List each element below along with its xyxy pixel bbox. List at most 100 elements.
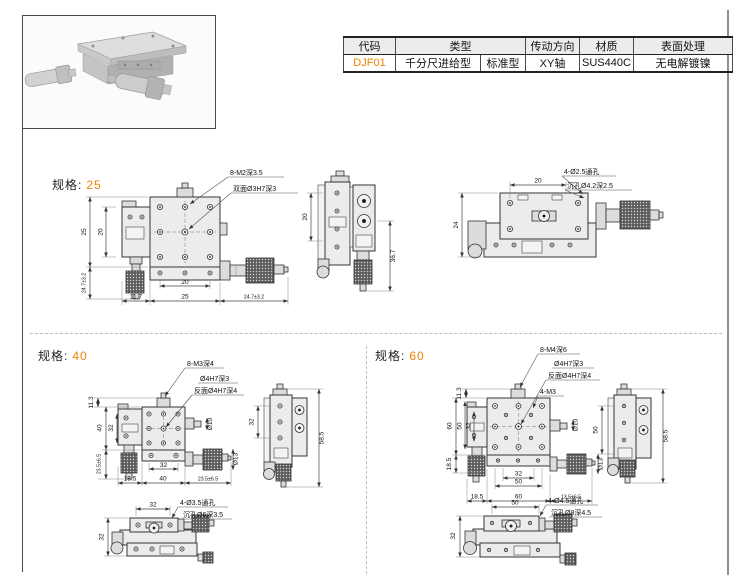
callout-3H7: 双面Ø3H7深3 bbox=[233, 184, 276, 193]
spec-table-value-row: DJF01 千分尺进给型 标准型 XY轴 SUS440C 无电解镀镍 bbox=[343, 54, 733, 73]
header-direction: 传动方向 bbox=[525, 36, 580, 55]
spec60-side-view: 50 58.5 bbox=[593, 383, 670, 484]
dim-24.7-bottom: 24.7±3.2 bbox=[244, 295, 264, 301]
dim-40-bottom: 40 bbox=[159, 476, 167, 483]
dim-18.5-bottom: 18.5 bbox=[471, 494, 484, 501]
spec40-front-view: 11.3 40 32 23.5±6.5 Ø10 Ø13 32 18.5 40 2… bbox=[88, 359, 244, 486]
callout-4-M3: 4-M3 bbox=[540, 389, 556, 396]
spec-table: 代码 类型 传动方向 材质 表面处理 DJF01 千分尺进给型 标准型 XY轴 … bbox=[343, 36, 733, 73]
callout-counterbore: 沉孔Ø4.2深2.5 bbox=[567, 181, 613, 190]
dim-32-side: 32 bbox=[249, 418, 256, 426]
spec-40-size: 40 bbox=[72, 349, 88, 363]
cell-finish: 无电解镀镍 bbox=[633, 54, 733, 73]
spec-word: 规格: bbox=[52, 178, 83, 192]
spec-60-label: 规格:60 bbox=[375, 347, 425, 364]
spec60-front-view: 11.3 60 50 32 18.5 Ø10 Ø13 32 50 18.5 bbox=[446, 345, 605, 504]
dim-dia13: Ø13 bbox=[233, 452, 240, 465]
page-right-border bbox=[727, 10, 729, 575]
dim-24: 24 bbox=[453, 221, 460, 229]
dim-20-left: 20 bbox=[98, 228, 105, 236]
dim-dia10: Ø10 bbox=[207, 417, 214, 430]
spec-60-size: 60 bbox=[409, 349, 425, 363]
dim-32-left: 32 bbox=[108, 424, 115, 432]
spec60-bottom-view: 50 4-Ø4.5通孔 沉孔Ø8深4.5 32 bbox=[450, 496, 602, 566]
header-finish: 表面处理 bbox=[633, 36, 733, 55]
spec-25-size: 25 bbox=[86, 178, 102, 192]
dim-32-bottom: 32 bbox=[160, 462, 168, 469]
dim-11.3: 11.3 bbox=[88, 396, 95, 409]
cell-direction: XY轴 bbox=[525, 54, 580, 73]
vertical-separator bbox=[366, 346, 367, 574]
dim-dia13: Ø13 bbox=[598, 457, 605, 470]
horizontal-micrometer bbox=[219, 257, 289, 284]
cell-material: SUS440C bbox=[579, 54, 634, 73]
dim-32-bottom: 32 bbox=[515, 471, 523, 478]
vertical-micrometer bbox=[353, 250, 373, 292]
spec-25-label: 规格:25 bbox=[52, 176, 102, 193]
dim-32-left: 32 bbox=[466, 422, 473, 430]
spec-40-drawing: 11.3 40 32 23.5±6.5 Ø10 Ø13 32 18.5 40 2… bbox=[88, 359, 326, 564]
spec25-side-view: 20 36.7 bbox=[302, 170, 397, 292]
dim-20-bottom: 20 bbox=[181, 279, 189, 286]
dim-23.5-left: 23.5±6.5 bbox=[97, 454, 103, 474]
callout-4H7-front: Ø4H7深3 bbox=[200, 374, 229, 383]
callout-through-hole: 4-Ø3.5通孔 bbox=[180, 498, 215, 507]
callout-counterbore: 沉孔Ø8深4.5 bbox=[551, 508, 591, 517]
dim-40-left: 40 bbox=[97, 424, 104, 432]
dim-23.5-bottom: 23.5±6.5 bbox=[198, 477, 218, 483]
spec-25-drawing: 25 20 24.7±3.2 20 11.7 25 24.7±3.2 8-M2深… bbox=[81, 167, 664, 305]
spec-word: 规格: bbox=[38, 349, 69, 363]
callout-through-hole: 4-Ø2.5通孔 bbox=[564, 167, 599, 176]
horizontal-micrometer bbox=[549, 453, 596, 475]
dim-11.7: 11.7 bbox=[130, 294, 143, 301]
dim-13.5-bottom: 13.5±6.5 bbox=[561, 495, 581, 501]
spec25-front-view: 25 20 24.7±3.2 20 11.7 25 24.7±3.2 8-M2深… bbox=[81, 168, 298, 305]
horizontal-micrometer bbox=[595, 200, 664, 230]
header-material: 材质 bbox=[579, 36, 634, 55]
callout-through-hole: 4-Ø4.5通孔 bbox=[548, 496, 583, 505]
horizontal-micrometer bbox=[538, 513, 578, 533]
spec40-side-view: 32 58.5 bbox=[249, 383, 326, 488]
header-code: 代码 bbox=[343, 36, 396, 55]
spec-word: 规格: bbox=[375, 349, 406, 363]
callout-8-M2: 8-M2深3.5 bbox=[230, 168, 263, 177]
dim-20-side: 20 bbox=[302, 213, 309, 221]
product-photo bbox=[24, 31, 188, 100]
dim-60-bottom: 60 bbox=[515, 494, 523, 501]
callout-8-M3: 8-M3深4 bbox=[187, 359, 214, 368]
dim-18.5-left: 18.5 bbox=[446, 457, 453, 470]
spec-60-drawing: 11.3 60 50 32 18.5 Ø10 Ø13 32 50 18.5 bbox=[446, 345, 670, 566]
photo-left-micrometer bbox=[24, 64, 77, 87]
dim-32-top: 32 bbox=[149, 502, 157, 509]
dim-50-side: 50 bbox=[593, 426, 600, 434]
dim-32-left: 32 bbox=[450, 532, 457, 540]
product-photo-box bbox=[22, 15, 216, 129]
dim-18.5: 18.5 bbox=[124, 476, 137, 483]
spec-table-header-row: 代码 类型 传动方向 材质 表面处理 bbox=[343, 36, 733, 55]
dim-58.5-side: 58.5 bbox=[319, 431, 326, 444]
dim-50-top: 50 bbox=[511, 500, 519, 507]
cell-type-a: 千分尺进给型 bbox=[395, 54, 481, 73]
dim-60-left: 60 bbox=[447, 422, 454, 430]
spec25-top-view: 20 24 4-Ø2.5通孔 沉孔Ø4.2深2.5 bbox=[453, 167, 664, 259]
callout-4H7-back: 反面Ø4H7深4 bbox=[194, 386, 237, 395]
horizontal-micrometer bbox=[184, 448, 232, 471]
page-left-border bbox=[22, 15, 23, 572]
dim-25-left: 25 bbox=[81, 228, 88, 236]
photo-right-micrometer bbox=[106, 73, 172, 100]
dim-24.7-left: 24.7±3.2 bbox=[82, 273, 88, 293]
callout-counterbore: 沉孔Ø6深3.5 bbox=[183, 510, 223, 519]
vertical-micrometer bbox=[125, 256, 145, 300]
cell-type-b: 标准型 bbox=[480, 54, 526, 73]
horizontal-separator bbox=[30, 333, 722, 334]
callout-4H7-front: Ø4H7深3 bbox=[554, 359, 583, 368]
dim-20-top: 20 bbox=[534, 178, 542, 185]
vertical-micrometer bbox=[467, 446, 486, 483]
spec40-bottom-view: 32 4-Ø3.5通孔 沉孔Ø6深3.5 32 bbox=[99, 498, 232, 564]
header-type: 类型 bbox=[395, 36, 526, 55]
dim-32-left: 32 bbox=[99, 533, 106, 541]
dim-58.5-side: 58.5 bbox=[663, 429, 670, 442]
spec-40-label: 规格:40 bbox=[38, 347, 88, 364]
dim-25-bottom: 25 bbox=[181, 294, 189, 301]
